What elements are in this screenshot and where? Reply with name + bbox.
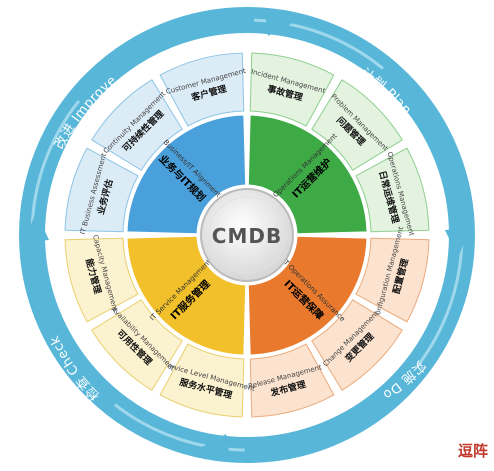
quadrant-1 — [247, 114, 368, 235]
segment-3 — [249, 52, 335, 127]
center-hub: CMDB — [200, 188, 294, 282]
segment-4 — [311, 79, 403, 171]
center-inner-ring — [208, 196, 286, 274]
segment-0 — [159, 52, 245, 127]
segment-1 — [91, 79, 183, 171]
watermark: 逗阵 — [457, 442, 488, 460]
quadrant-3 — [126, 235, 247, 356]
arrow-head-icon — [24, 212, 49, 242]
arrow-head-icon — [445, 228, 470, 258]
segment-7 — [311, 299, 403, 391]
quadrant-2 — [247, 235, 368, 356]
center-circle — [200, 188, 294, 282]
segment-9 — [159, 343, 245, 418]
segment-11 — [64, 237, 139, 323]
cycle-ring — [19, 7, 475, 463]
arrow-head-icon — [200, 434, 230, 458]
segment-6 — [355, 237, 430, 323]
quadrant-0 — [126, 114, 247, 235]
segment-5 — [355, 147, 430, 233]
arrow-head-icon — [265, 12, 295, 36]
center-title: CMDB — [212, 224, 282, 248]
segment-10 — [91, 299, 183, 391]
segment-8 — [249, 343, 335, 418]
segment-2 — [64, 147, 139, 233]
